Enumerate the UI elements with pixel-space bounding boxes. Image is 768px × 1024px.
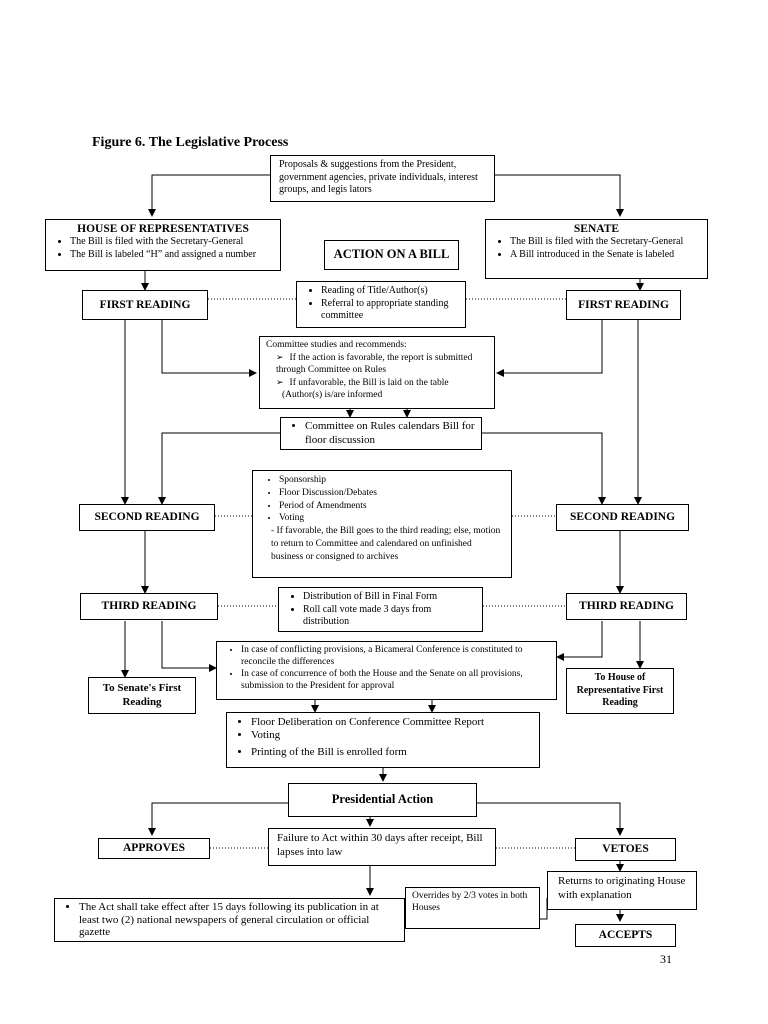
first-reading-list: Reading of Title/Author(s) Referral to a…	[301, 285, 461, 323]
house-item: The Bill is filed with the Secretary-Gen…	[70, 236, 276, 249]
floor-deliberation-box: Floor Deliberation on Conference Committ…	[226, 712, 540, 768]
senate-first-reading-label: FIRST READING	[578, 298, 669, 311]
presidential-action-box: Presidential Action	[288, 783, 477, 817]
overrides-box: Overrides by 2/3 votes in both Houses	[405, 887, 540, 929]
returns-box: Returns to originating House with explan…	[547, 871, 697, 910]
failure-to-act-text: Failure to Act within 30 days after rece…	[277, 832, 483, 858]
senate-third-reading-label: THIRD READING	[579, 600, 674, 613]
senate-item: A Bill introduced in the Senate is label…	[510, 249, 703, 262]
house-list: The Bill is filed with the Secretary-Gen…	[50, 236, 276, 261]
action-on-bill-label: ACTION ON A BILL	[333, 247, 450, 262]
rules-calendar-box: Committee on Rules calendars Bill for fl…	[280, 417, 482, 450]
failure-to-act-box: Failure to Act within 30 days after rece…	[268, 828, 496, 866]
senate-second-reading-label: SECOND READING	[569, 511, 676, 524]
approves-label: APPROVES	[123, 842, 185, 855]
senate-title: SENATE	[573, 223, 620, 235]
senate-first-reading-box: FIRST READING	[566, 290, 681, 320]
committee-item: If the action is favorable, the report i…	[276, 352, 488, 377]
bicameral-item: In case of concurrence of both the House…	[241, 669, 552, 693]
bicameral-list: In case of conflicting provisions, a Bic…	[221, 645, 552, 693]
floor-deliberation-item: Voting	[251, 729, 535, 742]
to-house-first-reading-box: To House of Representative First Reading	[566, 668, 674, 714]
second-reading-details: Sponsorship Floor Discussion/Debates Per…	[252, 470, 512, 578]
committee-box: Committee studies and recommends: If the…	[259, 336, 495, 409]
house-third-reading-box: THIRD READING	[80, 593, 218, 620]
accepts-label: ACCEPTS	[598, 929, 653, 942]
house-title: HOUSE OF REPRESENTATIVES	[77, 223, 249, 235]
accepts-box: ACCEPTS	[575, 924, 676, 947]
bicameral-box: In case of conflicting provisions, a Bic…	[216, 641, 557, 700]
bicameral-item: In case of conflicting provisions, a Bic…	[241, 645, 552, 669]
third-reading-list: Distribution of Bill in Final Form Roll …	[283, 591, 478, 629]
senate-third-reading-box: THIRD READING	[566, 593, 687, 620]
action-on-bill-box: ACTION ON A BILL	[324, 240, 459, 270]
senate-item: The Bill is filed with the Secretary-Gen…	[510, 236, 703, 249]
to-house-first-reading-label: To House of Representative First Reading	[576, 672, 664, 709]
act-effect-item: The Act shall take effect after 15 days …	[79, 901, 400, 939]
rules-calendar-item: Committee on Rules calendars Bill for fl…	[305, 420, 477, 448]
house-third-reading-label: THIRD READING	[101, 600, 197, 613]
house-box: HOUSE OF REPRESENTATIVES The Bill is fil…	[45, 219, 281, 271]
second-reading-item: Voting	[279, 512, 505, 525]
floor-deliberation-list: Floor Deliberation on Conference Committ…	[231, 716, 535, 759]
rules-calendar-list: Committee on Rules calendars Bill for fl…	[285, 420, 477, 448]
third-reading-item: Roll call vote made 3 days from distribu…	[303, 604, 478, 629]
committee-intro: Committee studies and recommends:	[266, 340, 407, 350]
approves-box: APPROVES	[98, 838, 210, 859]
act-effect-list: The Act shall take effect after 15 days …	[59, 901, 400, 939]
second-reading-item: Sponsorship	[279, 474, 505, 487]
second-reading-list: Sponsorship Floor Discussion/Debates Per…	[259, 474, 505, 525]
presidential-action-label: Presidential Action	[331, 792, 434, 807]
first-reading-details: Reading of Title/Author(s) Referral to a…	[296, 281, 466, 328]
second-reading-item: Floor Discussion/Debates	[279, 487, 505, 500]
senate-second-reading-box: SECOND READING	[556, 504, 689, 531]
third-reading-details: Distribution of Bill in Final Form Roll …	[278, 587, 483, 632]
returns-text: Returns to originating House with explan…	[558, 875, 686, 901]
committee-list: If the action is favorable, the report i…	[266, 352, 488, 390]
house-item: The Bill is labeled “H” and assigned a n…	[70, 249, 276, 262]
to-senate-first-reading-label: To Senate's First Reading	[102, 681, 182, 708]
house-second-reading-label: SECOND READING	[94, 511, 200, 524]
committee-item: If unfavorable, the Bill is laid on the …	[276, 377, 488, 390]
act-effect-box: The Act shall take effect after 15 days …	[54, 898, 405, 942]
first-reading-item: Referral to appropriate standing committ…	[321, 298, 461, 323]
vetoes-box: VETOES	[575, 838, 676, 861]
second-reading-note: - If favorable, the Bill goes to the thi…	[271, 526, 501, 562]
senate-list: The Bill is filed with the Secretary-Gen…	[490, 236, 703, 261]
second-reading-item: Period of Amendments	[279, 500, 505, 513]
house-second-reading-box: SECOND READING	[79, 504, 215, 531]
page-number: 31	[660, 952, 672, 966]
floor-deliberation-item: Printing of the Bill is enrolled form	[251, 746, 535, 759]
overrides-text: Overrides by 2/3 votes in both Houses	[412, 891, 528, 913]
house-first-reading-box: FIRST READING	[82, 290, 208, 320]
proposals-text: Proposals & suggestions from the Preside…	[279, 159, 478, 195]
proposals-box: Proposals & suggestions from the Preside…	[270, 155, 495, 202]
figure-title: Figure 6. The Legislative Process	[92, 135, 289, 150]
to-senate-first-reading-box: To Senate's First Reading	[88, 677, 196, 714]
floor-deliberation-item: Floor Deliberation on Conference Committ…	[251, 716, 535, 729]
vetoes-label: VETOES	[602, 843, 649, 856]
committee-note: (Author(s) is/are informed	[282, 389, 383, 400]
third-reading-item: Distribution of Bill in Final Form	[303, 591, 478, 604]
first-reading-item: Reading of Title/Author(s)	[321, 285, 461, 298]
house-first-reading-label: FIRST READING	[99, 298, 191, 311]
senate-box: SENATE The Bill is filed with the Secret…	[485, 219, 708, 279]
